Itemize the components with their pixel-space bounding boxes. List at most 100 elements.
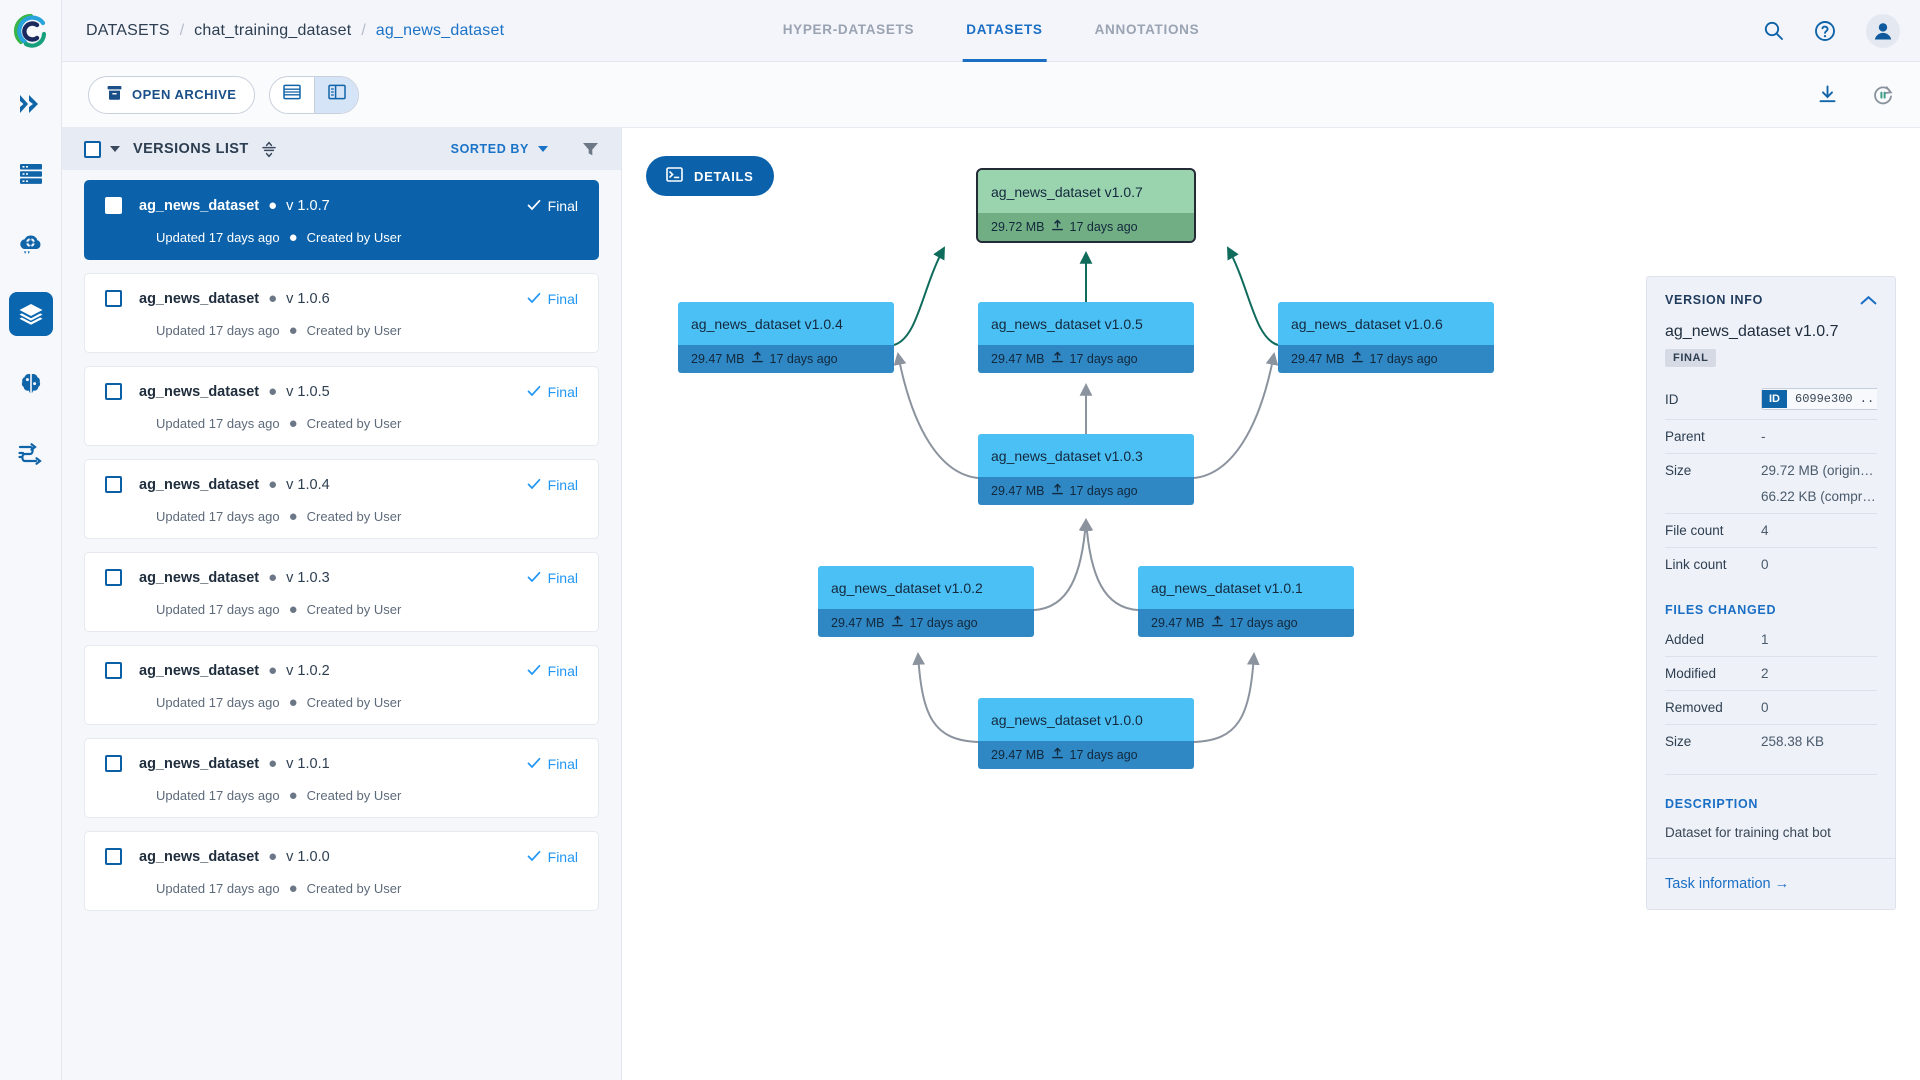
version-item-checkbox[interactable]	[105, 383, 122, 400]
chevron-down-icon	[538, 146, 548, 152]
filter-icon[interactable]	[582, 141, 599, 157]
version-item-checkbox[interactable]	[105, 197, 122, 214]
version-item-checkbox[interactable]	[105, 848, 122, 865]
version-item-checkbox[interactable]	[105, 476, 122, 493]
versions-list-scroll[interactable]: ag_news_dataset ● v 1.0.7 Final Updated …	[62, 170, 621, 1080]
version-list-item[interactable]: ag_news_dataset ● v 1.0.5 Final Updated …	[84, 366, 599, 446]
chevron-up-icon[interactable]	[1860, 295, 1877, 306]
version-list-item[interactable]: ag_news_dataset ● v 1.0.7 Final Updated …	[84, 180, 599, 260]
id-badge[interactable]: ID 6099e300 ...	[1761, 388, 1877, 410]
graph-node-meta: 29.47 MB 17 days ago	[978, 345, 1194, 373]
action-bar: OPEN ARCHIVE	[62, 62, 1920, 128]
info-value: 66.22 KB (compr…	[1761, 489, 1876, 504]
version-item-name: ag_news_dataset	[139, 476, 260, 493]
app-logo[interactable]	[0, 0, 62, 62]
list-view-toggle[interactable]	[270, 77, 314, 113]
rail-item-expand-sidebar[interactable]	[9, 82, 53, 126]
description-title: DESCRIPTION	[1665, 797, 1759, 811]
version-item-checkbox[interactable]	[105, 569, 122, 586]
task-information-link[interactable]: Task information →	[1665, 876, 1790, 892]
versions-list-panel: VERSIONS LIST SORTED BY	[62, 128, 622, 1080]
version-item-header: ag_news_dataset ● v 1.0.6 Final	[105, 290, 578, 307]
sorted-by-dropdown[interactable]: SORTED BY	[451, 142, 548, 156]
info-row-link-count: Link count 0	[1665, 547, 1877, 581]
status-badge: Final	[527, 663, 578, 679]
version-item-meta: Updated 17 days ago ● Created by User	[156, 230, 578, 245]
version-item-creator: Created by User	[306, 881, 402, 896]
rail-item-projects[interactable]	[9, 152, 53, 196]
version-list-item[interactable]: ag_news_dataset ● v 1.0.2 Final Updated …	[84, 645, 599, 725]
graph-node-v100[interactable]: ag_news_dataset v1.0.0 29.47 MB 17 days …	[978, 698, 1194, 769]
version-list-item[interactable]: ag_news_dataset ● v 1.0.1 Final Updated …	[84, 738, 599, 818]
version-item-meta: Updated 17 days ago ● Created by User	[156, 602, 578, 617]
graph-node-size: 29.47 MB	[1291, 352, 1345, 366]
tab-datasets[interactable]: DATASETS	[962, 0, 1047, 62]
files-changed-row-removed: Removed 0	[1665, 690, 1877, 724]
sort-settings-icon[interactable]	[261, 141, 277, 158]
graph-node-v104[interactable]: ag_news_dataset v1.0.4 29.47 MB 17 days …	[678, 302, 894, 373]
version-info-version-title: ag_news_dataset v1.0.7	[1665, 323, 1839, 340]
auto-refresh-pause-icon[interactable]	[1872, 84, 1894, 106]
graph-node-v103[interactable]: ag_news_dataset v1.0.3 29.47 MB 17 days …	[978, 434, 1194, 505]
graph-node-age: 17 days ago	[1229, 616, 1298, 630]
graph-node-v107[interactable]: ag_news_dataset v1.0.7 29.72 MB 17 days …	[976, 168, 1196, 243]
version-item-meta: Updated 17 days ago ● Created by User	[156, 788, 578, 803]
graph-node-title: ag_news_dataset v1.0.2	[818, 566, 1034, 609]
search-icon[interactable]	[1763, 20, 1784, 41]
user-avatar[interactable]	[1866, 13, 1900, 48]
breadcrumb-root[interactable]: DATASETS	[86, 21, 170, 39]
version-list-item[interactable]: ag_news_dataset ● v 1.0.6 Final Updated …	[84, 273, 599, 353]
version-info-title: VERSION INFO	[1665, 293, 1763, 307]
rail-item-orchestration[interactable]	[9, 222, 53, 266]
version-item-meta: Updated 17 days ago ● Created by User	[156, 323, 578, 338]
version-item-checkbox[interactable]	[105, 290, 122, 307]
graph-node-age: 17 days ago	[1069, 220, 1138, 234]
graph-node-v102[interactable]: ag_news_dataset v1.0.2 29.47 MB 17 days …	[818, 566, 1034, 637]
info-key: Size	[1665, 463, 1692, 478]
details-button[interactable]: DETAILS	[646, 156, 774, 196]
download-icon[interactable]	[1817, 84, 1838, 105]
check-icon	[527, 570, 541, 586]
graph-node-title: ag_news_dataset v1.0.0	[978, 698, 1194, 741]
version-item-checkbox[interactable]	[105, 755, 122, 772]
status-label: Final	[547, 383, 578, 400]
status-label: Final	[547, 662, 578, 679]
select-all-dropdown-icon[interactable]	[110, 146, 120, 152]
version-item-version: v 1.0.5	[286, 383, 330, 400]
rail-item-pipelines[interactable]	[9, 432, 53, 476]
tab-annotations[interactable]: ANNOTATIONS	[1094, 21, 1200, 37]
graph-node-title: ag_news_dataset v1.0.1	[1138, 566, 1354, 609]
graph-node-v105[interactable]: ag_news_dataset v1.0.5 29.47 MB 17 days …	[978, 302, 1194, 373]
version-item-version: v 1.0.3	[286, 569, 330, 586]
version-item-updated: Updated 17 days ago	[156, 509, 280, 524]
open-archive-button[interactable]: OPEN ARCHIVE	[88, 75, 256, 114]
select-all-checkbox[interactable]	[84, 140, 101, 158]
help-icon[interactable]	[1814, 20, 1836, 42]
status-badge: Final	[527, 198, 578, 214]
status-badge: Final	[527, 384, 578, 400]
version-item-version: v 1.0.4	[286, 476, 330, 493]
breadcrumb-project[interactable]: chat_training_dataset	[194, 21, 352, 39]
upload-arrow-icon	[1051, 351, 1064, 367]
info-value: 0	[1761, 700, 1769, 715]
rail-item-datasets[interactable]	[8, 292, 53, 336]
version-item-header: ag_news_dataset ● v 1.0.4 Final	[105, 476, 578, 493]
upload-arrow-icon	[1051, 483, 1064, 499]
version-item-creator: Created by User	[306, 602, 402, 617]
status-label: Final	[547, 569, 578, 586]
rail-item-models[interactable]	[9, 362, 53, 406]
version-list-item[interactable]: ag_news_dataset ● v 1.0.3 Final Updated …	[84, 552, 599, 632]
cloud-gear-icon	[17, 231, 44, 257]
version-list-item[interactable]: ag_news_dataset ● v 1.0.4 Final Updated …	[84, 459, 599, 539]
graph-node-v101[interactable]: ag_news_dataset v1.0.1 29.47 MB 17 days …	[1138, 566, 1354, 637]
version-item-checkbox[interactable]	[105, 662, 122, 679]
breadcrumb-current[interactable]: ag_news_dataset	[375, 21, 505, 39]
graph-node-v106[interactable]: ag_news_dataset v1.0.6 29.47 MB 17 days …	[1278, 302, 1494, 373]
version-graph-canvas[interactable]: DETAILS	[622, 128, 1920, 1080]
graph-node-size: 29.47 MB	[691, 352, 745, 366]
graph-node-title: ag_news_dataset v1.0.7	[978, 170, 1194, 213]
graph-node-meta: 29.47 MB 17 days ago	[1278, 345, 1494, 373]
version-list-item[interactable]: ag_news_dataset ● v 1.0.0 Final Updated …	[84, 831, 599, 911]
split-view-toggle[interactable]	[314, 76, 359, 113]
tab-hyper-datasets[interactable]: HYPER-DATASETS	[782, 21, 915, 37]
